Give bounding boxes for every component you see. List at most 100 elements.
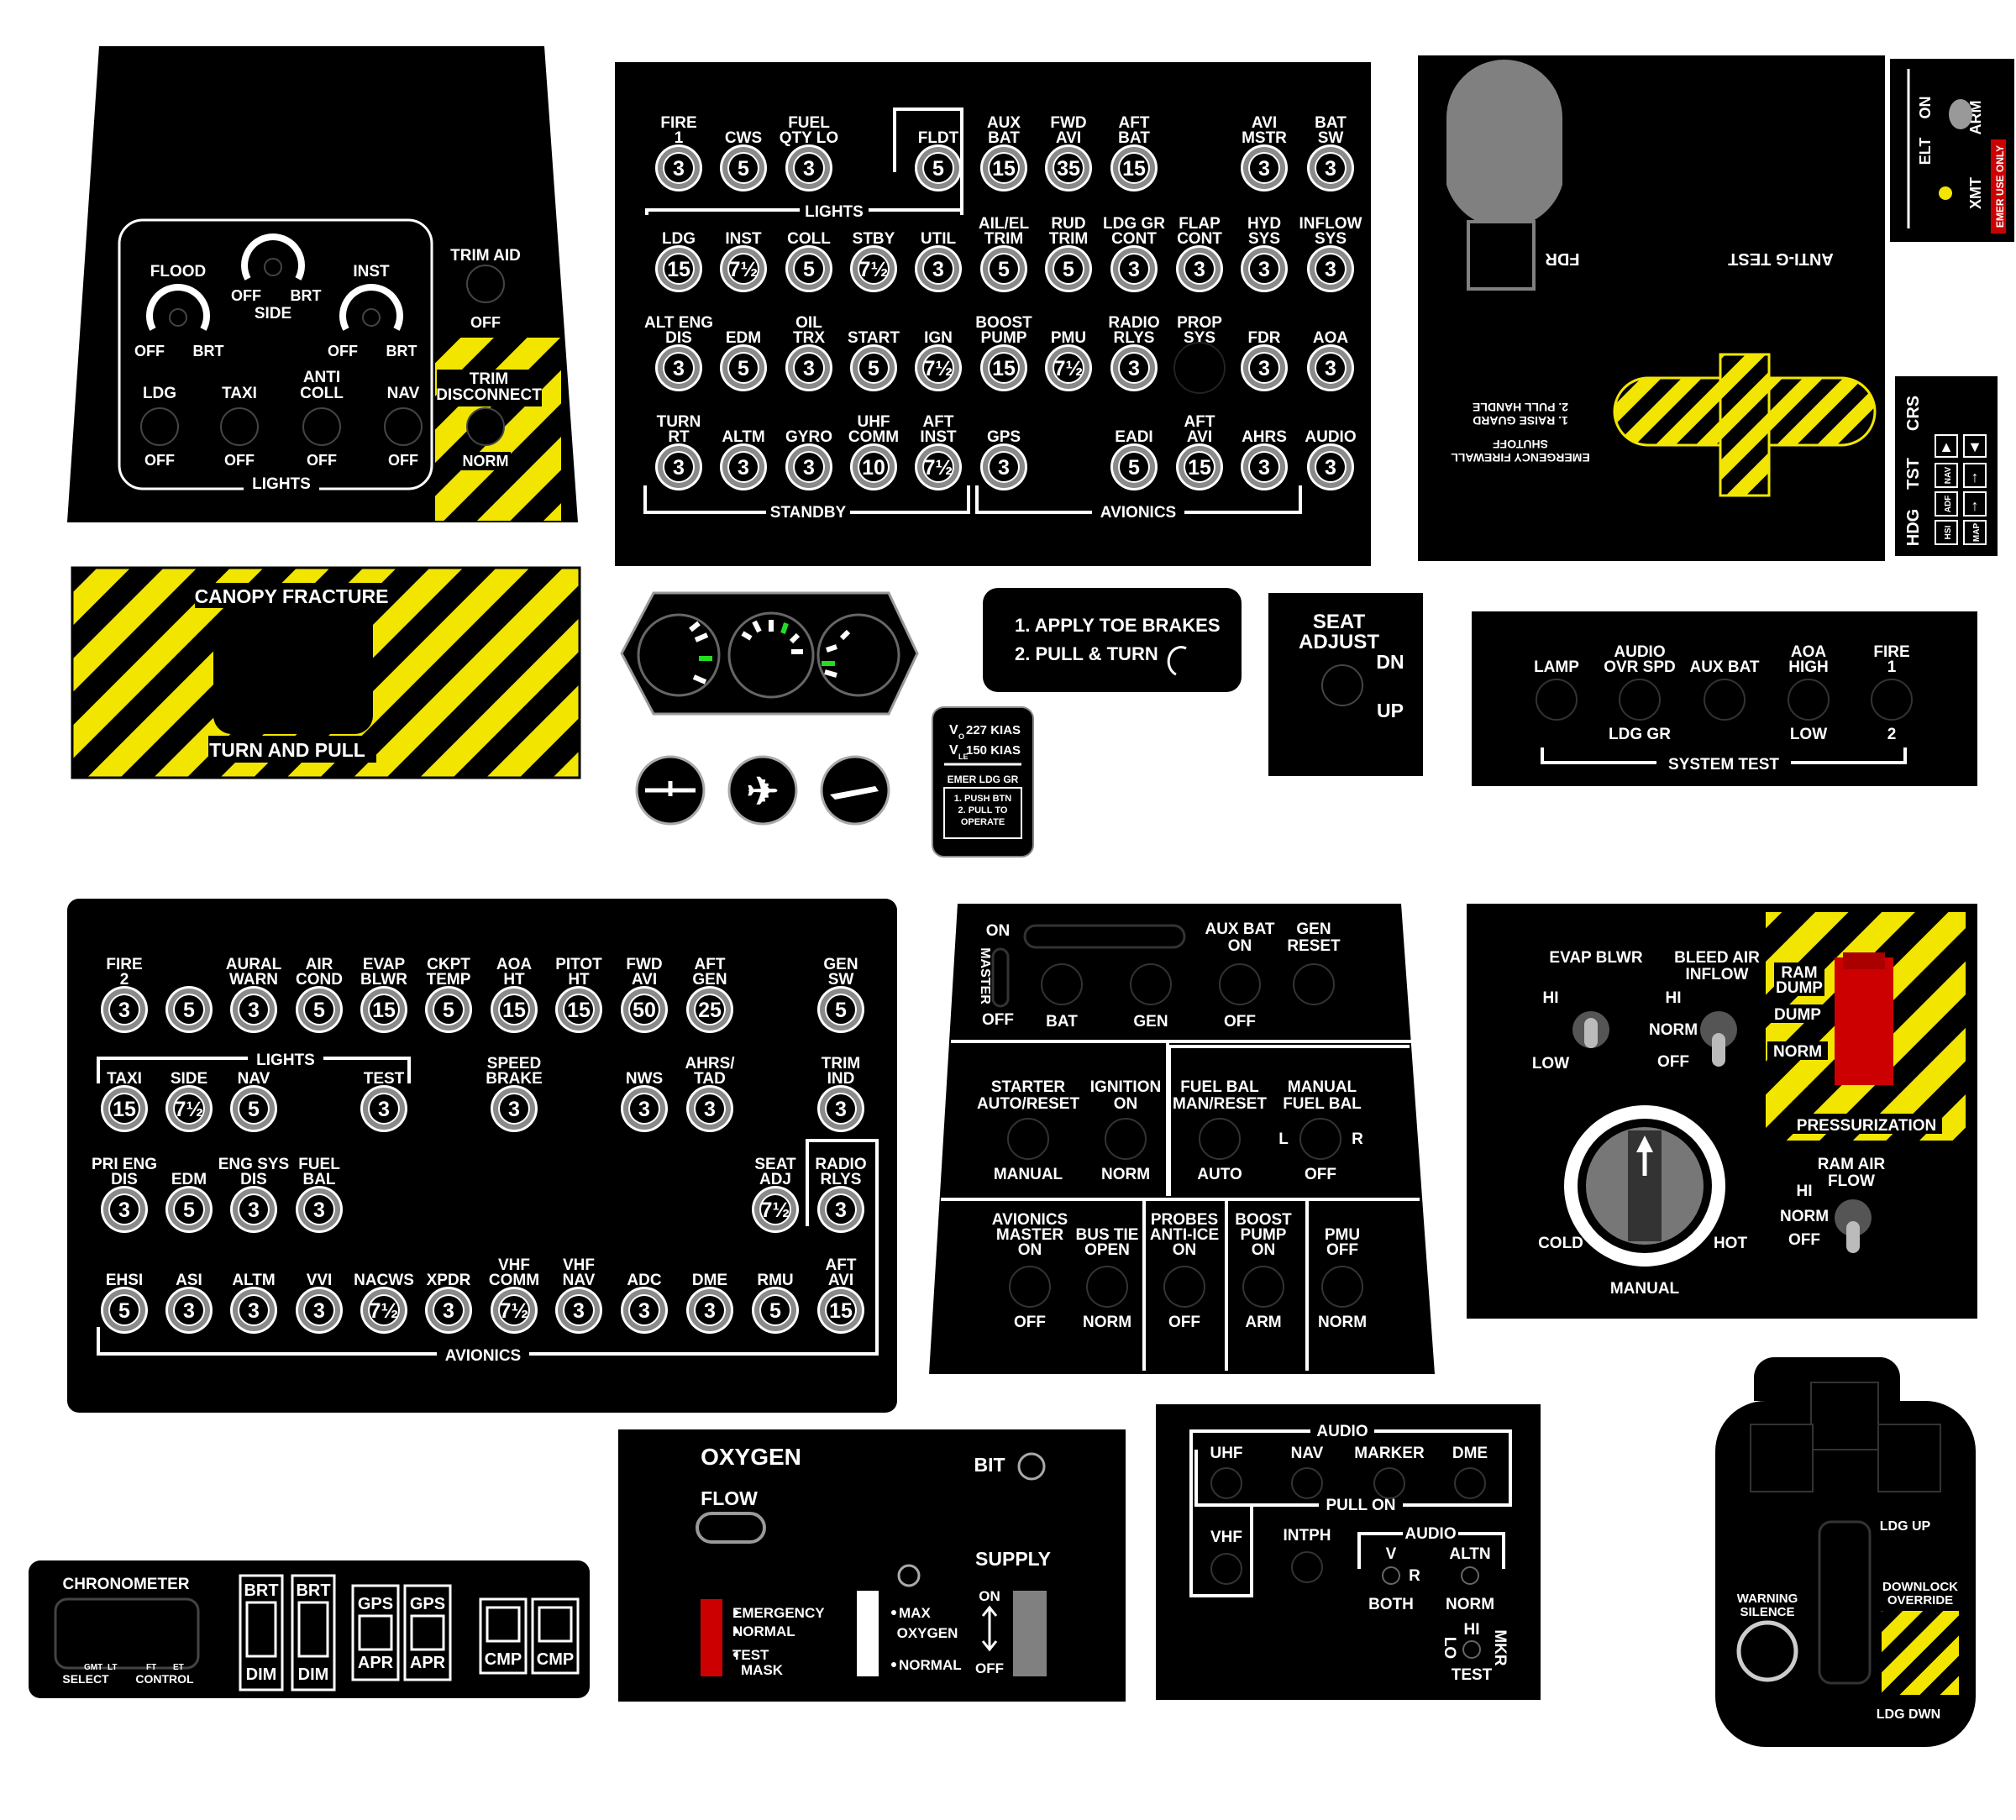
downlock-override-button[interactable] [1882, 1611, 1959, 1695]
nav-audio-knob[interactable] [1291, 1467, 1323, 1499]
pmu-switch[interactable] [1321, 1266, 1363, 1308]
evap-blwr-toggle[interactable] [1572, 1011, 1609, 1048]
supply-lever[interactable] [1013, 1591, 1047, 1676]
mkr-sense-switch[interactable] [1462, 1640, 1481, 1659]
intph-audio-knob[interactable] [1291, 1551, 1323, 1583]
nav-mode-button[interactable]: NAV [1935, 463, 1958, 488]
fuel-bal-switch[interactable] [1199, 1118, 1241, 1160]
gen-reset-switch[interactable] [1293, 963, 1335, 1005]
vhf-audio-knob[interactable] [1210, 1553, 1242, 1585]
down-arrow-button[interactable]: ↑ [1963, 491, 1987, 517]
audio-source-switch[interactable] [1382, 1566, 1400, 1585]
cmp-button-2[interactable]: CMP [531, 1597, 580, 1675]
emergency-lever[interactable] [701, 1599, 722, 1676]
warning-silence-button[interactable] [1736, 1620, 1798, 1682]
master-switch-guard[interactable] [991, 947, 1010, 1008]
dimmer-knob[interactable] [241, 233, 305, 281]
ignition-switch[interactable] [1105, 1118, 1147, 1160]
crs-up-button[interactable]: ▲ [1935, 434, 1958, 458]
crs-down-button[interactable]: ▼ [1963, 434, 1987, 458]
light-switch[interactable] [140, 407, 179, 446]
dme-audio-knob[interactable] [1454, 1467, 1486, 1499]
fdr-connector[interactable] [1467, 220, 1536, 291]
marker-audio-knob[interactable] [1373, 1467, 1405, 1499]
aux-bat-test-switch[interactable] [1704, 679, 1746, 721]
probes-anti-ice-switch[interactable] [1163, 1266, 1205, 1308]
audio-altn-switch[interactable] [1461, 1566, 1479, 1585]
manual-fuel-bal-switch[interactable] [1299, 1118, 1341, 1160]
diluter-lever[interactable] [857, 1591, 879, 1676]
seat-adjust-switch[interactable] [1321, 664, 1363, 706]
dimmer-knob[interactable] [339, 284, 403, 331]
light-switch[interactable] [384, 407, 423, 446]
bit-indicator[interactable] [1017, 1452, 1046, 1481]
up-arrow-button[interactable]: ↑ [1963, 463, 1987, 488]
boost-pump-switch[interactable] [1242, 1266, 1284, 1308]
lamp-test-switch[interactable] [1536, 679, 1578, 721]
uhf-audio-knob[interactable] [1210, 1467, 1242, 1499]
starter-switch[interactable] [1007, 1118, 1049, 1160]
bleed-air-toggle[interactable] [1700, 1011, 1737, 1067]
audio-test-switch[interactable] [1619, 679, 1661, 721]
firewall-shutoff-handle[interactable] [1613, 353, 1877, 497]
temperature-control-knob[interactable] [1564, 1105, 1725, 1267]
trim-aid-switch[interactable] [466, 265, 505, 303]
aoa-test-switch[interactable] [1788, 679, 1830, 721]
gen-switch[interactable] [1130, 963, 1172, 1005]
